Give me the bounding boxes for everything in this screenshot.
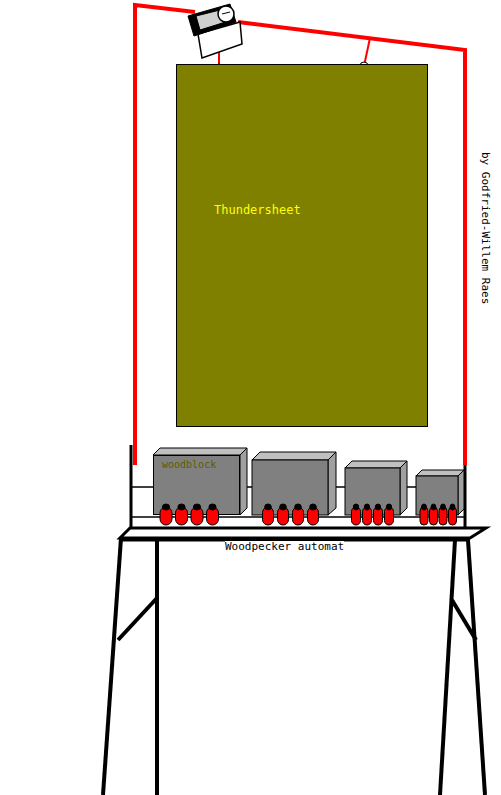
author-credit: by Godfried-Willem Raes	[479, 152, 491, 304]
solenoid	[263, 507, 274, 525]
solenoid-plunger	[422, 504, 427, 510]
woodblock-shape	[153, 448, 464, 515]
table-top	[120, 528, 486, 538]
table-caption: Woodpecker automat	[225, 541, 344, 553]
solenoid	[439, 507, 447, 525]
solenoid	[449, 507, 457, 525]
solenoid-plunger	[375, 504, 380, 510]
solenoid	[420, 507, 428, 525]
beater-motor	[188, 4, 242, 58]
woodblock-box: woodblock	[153, 455, 240, 515]
solenoid-plunger	[364, 504, 369, 510]
node-text: Thundersheet	[214, 203, 301, 217]
solenoid	[176, 507, 188, 525]
solenoid	[374, 507, 383, 525]
rack	[131, 445, 465, 528]
node-text: woodblock	[162, 459, 216, 471]
solenoid	[430, 507, 438, 525]
thundersheet-panel: Thundersheet	[176, 64, 428, 427]
solenoid-plunger	[450, 504, 455, 510]
solenoid	[278, 507, 289, 525]
solenoid-plunger	[280, 504, 287, 510]
solenoid	[160, 504, 457, 525]
solenoid-plunger	[162, 504, 169, 510]
solenoid	[160, 507, 172, 525]
table-frame	[103, 538, 485, 795]
suspension-wire	[135, 5, 465, 465]
solenoid-plunger	[295, 504, 302, 510]
solenoid	[207, 507, 219, 525]
solenoid	[191, 507, 203, 525]
solenoid-plunger	[209, 504, 216, 510]
solenoid-plunger	[386, 504, 391, 510]
solenoid-plunger	[431, 504, 436, 510]
solenoid-plunger	[441, 504, 446, 510]
solenoid	[293, 507, 304, 525]
solenoid	[308, 507, 319, 525]
solenoid	[385, 507, 394, 525]
solenoid-plunger	[193, 504, 200, 510]
solenoid-plunger	[353, 504, 358, 510]
solenoid-plunger	[178, 504, 185, 510]
solenoid-plunger	[310, 504, 317, 510]
solenoid	[363, 507, 372, 525]
solenoid	[352, 507, 361, 525]
solenoid-plunger	[265, 504, 272, 510]
